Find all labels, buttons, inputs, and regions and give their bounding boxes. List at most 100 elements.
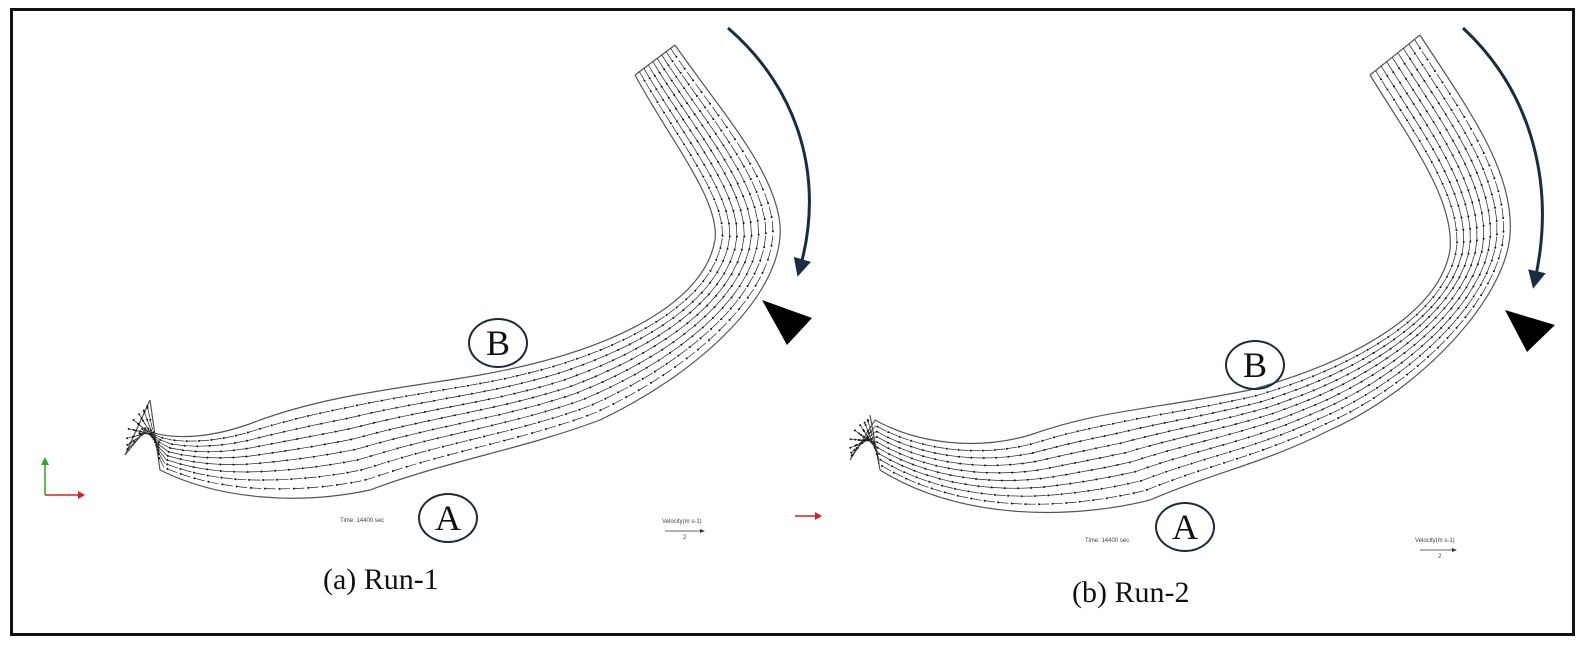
velocity-vector-head	[938, 477, 941, 480]
velocity-vector	[1320, 389, 1333, 396]
velocity-vector-head	[1406, 119, 1409, 122]
velocity-vector-head	[321, 433, 324, 436]
velocity-vector-head	[701, 326, 704, 329]
velocity-vector-head	[550, 399, 553, 402]
velocity-vector-head	[321, 485, 324, 488]
velocity-vector-head	[126, 443, 129, 446]
velocity-vector	[1243, 395, 1255, 399]
velocity-vector	[759, 249, 764, 261]
velocity-vector-head	[1493, 177, 1496, 180]
marker-a-run2: A	[1155, 502, 1215, 552]
velocity-vector-head	[1222, 443, 1225, 446]
velocity-vector-head	[158, 457, 161, 459]
velocity-vector	[634, 368, 646, 375]
velocity-vector	[1464, 163, 1471, 176]
velocity-vector-head	[206, 456, 209, 459]
velocity-vector-head	[232, 456, 235, 459]
velocity-vector-head	[1329, 374, 1332, 377]
velocity-vector	[708, 284, 717, 295]
velocity-vector	[1074, 490, 1087, 494]
velocity-vector-head	[859, 424, 862, 427]
velocity-vector-head	[691, 98, 694, 101]
velocity-vector-head	[1279, 433, 1282, 436]
velocity-vector-head	[329, 463, 332, 466]
velocity-vector	[1172, 455, 1185, 460]
velocity-vector	[600, 360, 613, 367]
velocity-vector-head	[1069, 482, 1072, 485]
velocity-vector-head	[599, 409, 602, 412]
velocity-vector	[1481, 185, 1486, 198]
velocity-vector	[682, 302, 693, 311]
velocity-vector-head	[730, 296, 733, 299]
velocity-vector	[673, 63, 681, 74]
velocity-vector-head	[887, 436, 889, 439]
velocity-vector	[1459, 276, 1467, 289]
velocity-vector-head	[357, 414, 360, 417]
velocity-vector-head	[207, 480, 210, 483]
velocity-vector	[850, 444, 861, 454]
velocity-vector	[679, 92, 688, 104]
velocity-vector	[663, 100, 671, 111]
velocity-vector	[626, 363, 639, 371]
velocity-vector-head	[650, 331, 653, 333]
velocity-vector-head	[500, 395, 503, 398]
velocity-vector-head	[391, 470, 394, 472]
velocity-vector	[1296, 399, 1309, 406]
velocity-vector-head	[1103, 435, 1106, 437]
velocity-vector	[1236, 455, 1247, 460]
velocity-vector-head	[505, 403, 508, 406]
velocity-vector-head	[537, 421, 540, 424]
velocity-vector-head	[1316, 418, 1319, 421]
velocity-vector-head	[649, 90, 652, 93]
velocity-vector-head	[1383, 345, 1386, 348]
velocity-vector-head	[721, 234, 724, 237]
velocity-vector-head	[1456, 241, 1458, 244]
velocity-vector	[271, 441, 285, 445]
velocity-vector	[1303, 404, 1316, 411]
velocity-vector-head	[1464, 316, 1467, 319]
velocity-vector-head	[662, 374, 665, 377]
velocity-vector-head	[318, 475, 321, 478]
velocity-vector	[259, 443, 272, 447]
velocity-vector	[1395, 376, 1405, 384]
velocity-vector	[751, 181, 757, 193]
velocity-vector-head	[1430, 306, 1433, 309]
velocity-vector	[690, 130, 698, 142]
velocity-vector	[1052, 502, 1063, 505]
velocity-vector	[1426, 125, 1434, 137]
velocity-vector-head	[1033, 495, 1036, 497]
velocity-vector-head	[138, 432, 141, 435]
velocity-vector-head	[729, 156, 732, 159]
velocity-vector-head	[1453, 192, 1456, 195]
velocity-vector	[746, 262, 753, 275]
channel-inlet-edge-a	[634, 44, 676, 76]
velocity-vector	[1169, 428, 1182, 432]
velocity-vector	[1446, 143, 1454, 156]
velocity-vector	[170, 447, 183, 451]
velocity-vector	[467, 409, 481, 413]
velocity-vector	[1204, 437, 1218, 442]
velocity-vector	[1474, 187, 1480, 201]
velocity-vector-head	[879, 458, 882, 461]
velocity-vector	[1024, 469, 1038, 473]
velocity-vector-head	[1165, 470, 1168, 473]
velocity-vector	[1104, 433, 1116, 437]
velocity-vector-head	[1076, 430, 1079, 433]
velocity-vector	[877, 426, 887, 432]
velocity-vector	[716, 273, 725, 285]
velocity-vector-head	[270, 433, 273, 436]
velocity-vector-head	[179, 467, 182, 470]
velocity-vector	[1494, 236, 1498, 248]
velocity-vector-head	[198, 439, 201, 442]
velocity-vector	[1445, 287, 1454, 299]
velocity-vector	[1468, 241, 1471, 254]
velocity-vector-head	[1483, 261, 1486, 264]
velocity-vector-head	[520, 382, 523, 385]
velocity-vector	[399, 414, 412, 418]
velocity-vector-head	[683, 131, 685, 134]
velocity-vector-head	[970, 497, 973, 500]
velocity-vector-head	[332, 473, 335, 476]
velocity-vector-head	[552, 365, 555, 368]
velocity-vector	[311, 444, 325, 448]
velocity-vector	[1365, 364, 1377, 373]
